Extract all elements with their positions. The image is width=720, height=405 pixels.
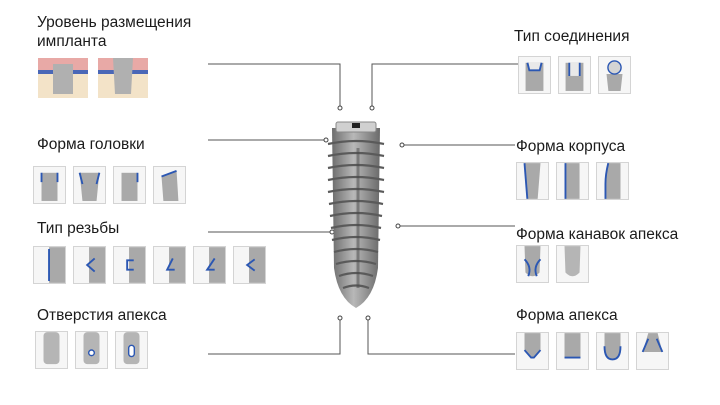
placement-title: Уровень размещения импланта [37,13,191,51]
apex-form-icon [596,332,629,370]
apex-form-icon [516,332,549,370]
placement-level-icon [98,58,148,98]
head-form-icon [73,166,106,204]
thread-type-icon [33,246,66,284]
apex-holes-title: Отверстия апекса [37,307,167,324]
apex-groove-icon [516,245,549,283]
placement-level-icon [38,58,88,98]
apex-grooves-thumbs [516,245,596,283]
connection-type-icon [558,56,591,94]
head-form-icon [33,166,66,204]
apex-grooves-title: Форма канавок апекса [516,226,679,243]
head-form-icon [113,166,146,204]
head-form-icon [153,166,186,204]
connection-type-thumbs [518,56,638,94]
placement-title-line1: Уровень размещения [37,14,192,31]
connector-placement [208,63,341,108]
body-form-icon [516,162,549,200]
implant-icon [327,121,385,308]
thread-type-icon [73,246,106,284]
connection-type-icon [598,56,631,94]
body-form-icon [596,162,629,200]
body-form-title: Форма корпуса [516,138,626,155]
placement-thumbs [38,58,158,98]
head-form-thumbs [33,166,193,204]
thread-type-icon [153,246,186,284]
thread-type-icon [193,246,226,284]
apex-form-icon [556,332,589,370]
apex-form-icon [636,332,669,370]
apex-form-thumbs [516,332,676,370]
apex-form-title: Форма апекса [516,307,618,324]
apex-groove-icon [556,245,589,283]
apex-hole-icon [75,331,108,369]
placement-title-line2: импланта [37,33,107,50]
connector-holes [208,318,341,355]
connector-connection [371,63,520,108]
thread-type-icon [113,246,146,284]
body-form-thumbs [516,162,636,200]
connection-type-icon [518,56,551,94]
thread-type-thumbs [33,246,273,284]
head-form-title: Форма головки [37,136,145,153]
apex-holes-thumbs [35,331,155,369]
connector-apex [367,318,515,355]
thread-type-icon [233,246,266,284]
apex-hole-icon [35,331,68,369]
body-form-icon [556,162,589,200]
apex-hole-icon [115,331,148,369]
thread-type-title: Тип резьбы [37,220,120,237]
connection-type-title: Тип соединения [514,28,630,45]
